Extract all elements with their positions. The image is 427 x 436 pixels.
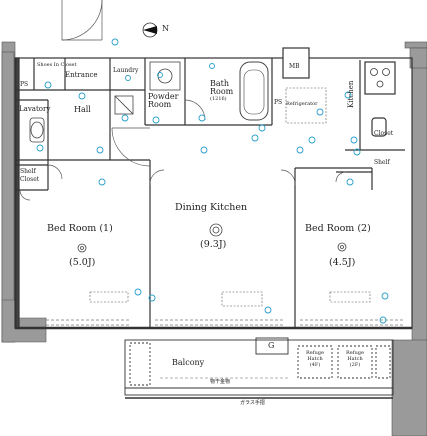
bath-room-line-1: Bath bbox=[210, 79, 230, 88]
balcony-area bbox=[124, 337, 394, 399]
gas-meter-label: G bbox=[268, 341, 275, 350]
refuge-hatch-2f: Refuge Hatch (2F) bbox=[342, 350, 368, 368]
toilet bbox=[29, 117, 45, 143]
refuge-4f-line-2: Hatch bbox=[307, 355, 323, 362]
refrigerator-label: Refrigerator bbox=[286, 101, 318, 107]
doors bbox=[19, 0, 347, 201]
railing-note-hanger: 物干金物 bbox=[210, 379, 231, 385]
ps-label-bath: PS bbox=[274, 99, 283, 106]
room-dining-kitchen: Dining Kitchen bbox=[175, 202, 248, 213]
room-kitchen: Kitchen bbox=[347, 80, 355, 108]
bed-room-2-area: (4.5J) bbox=[329, 257, 356, 268]
refuge-hatch-4f: Refuge Hatch (4F) bbox=[302, 350, 328, 368]
closet-right-label: Closet bbox=[374, 130, 394, 137]
dining-kitchen-area: (9.3J) bbox=[200, 239, 227, 250]
ceiling-lights bbox=[77, 223, 347, 253]
compass-north-label: N bbox=[162, 24, 169, 33]
room-bath-room: Bath Room (1216) bbox=[210, 79, 234, 102]
room-balcony: Balcony bbox=[172, 358, 205, 367]
bathtub bbox=[239, 61, 269, 121]
powder-room-line-2: Room bbox=[148, 100, 172, 110]
refuge-4f-line-3: (4F) bbox=[309, 361, 321, 368]
room-hall: Hall bbox=[74, 105, 91, 114]
shelf-right-label: Shelf bbox=[374, 159, 390, 166]
room-laundry: Laundry bbox=[113, 67, 139, 74]
refuge-2f-line-2: Hatch bbox=[347, 355, 363, 362]
shelf-closet-left: Shelf Closet bbox=[20, 168, 39, 184]
room-shoes-in-closet: Shoes In Closet bbox=[37, 62, 77, 68]
ps-label-left: PS bbox=[20, 81, 29, 88]
bath-room-size: (1216) bbox=[210, 95, 227, 102]
room-entrance: Entrance bbox=[65, 71, 98, 79]
stove bbox=[370, 68, 390, 88]
outer-walls bbox=[1, 41, 427, 436]
room-bed-room-1: Bed Room (1) bbox=[47, 223, 113, 234]
shelf-left-label: Shelf bbox=[20, 168, 36, 175]
bath-room-line-2: Room bbox=[210, 87, 234, 97]
compass-icon bbox=[142, 22, 158, 38]
refuge-2f-line-1: Refuge bbox=[346, 350, 364, 356]
room-powder-room: Powder Room bbox=[148, 92, 179, 110]
closet-left-label: Closet bbox=[20, 175, 40, 183]
electrical-symbols bbox=[36, 38, 389, 324]
mb-label: MB bbox=[289, 63, 300, 70]
refuge-2f-line-3: (2F) bbox=[349, 361, 361, 368]
room-lavatory: Lavatory bbox=[19, 105, 51, 113]
refuge-4f-line-1: Refuge bbox=[306, 350, 324, 356]
railing-note-glass: ガラス手摺 bbox=[240, 400, 265, 406]
room-bed-room-2: Bed Room (2) bbox=[305, 223, 371, 234]
bed-room-1-area: (5.0J) bbox=[69, 257, 96, 268]
windows bbox=[46, 319, 405, 326]
powder-room-line-1: Powder bbox=[148, 92, 179, 101]
